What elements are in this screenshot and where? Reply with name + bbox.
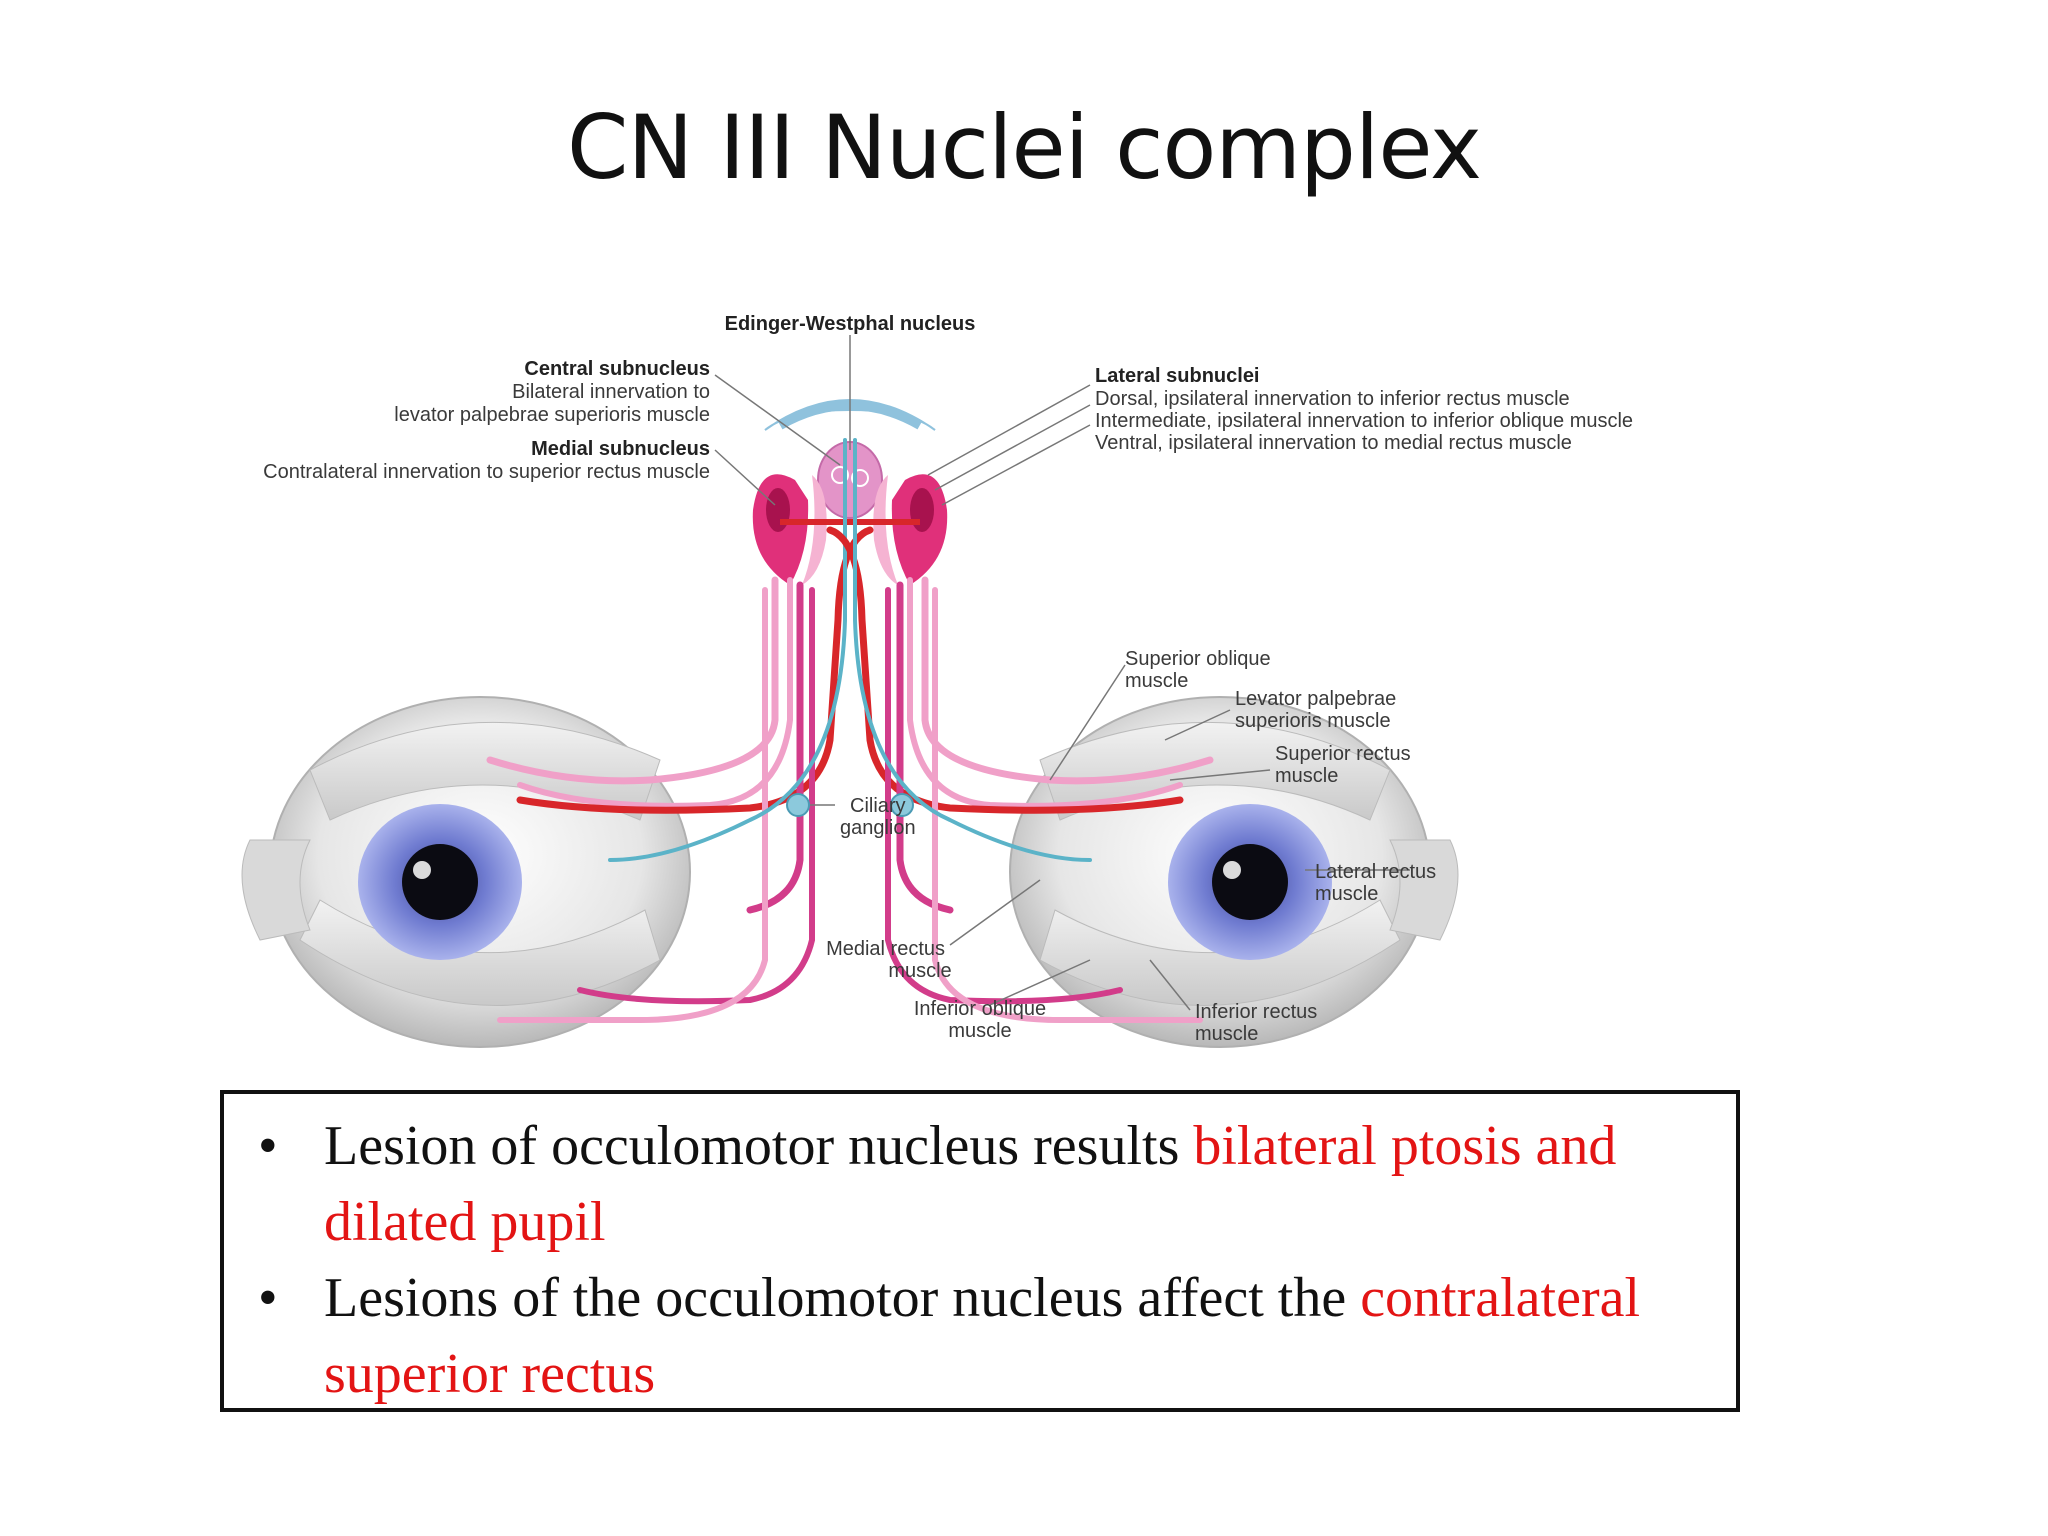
label-medial-rectus-2: muscle xyxy=(888,960,951,982)
left-ciliary-ganglion xyxy=(786,793,810,817)
label-superior-rectus-1: Superior rectus xyxy=(1275,743,1411,765)
note-item-2: • Lesions of the occulomotor nucleus aff… xyxy=(244,1260,1696,1412)
label-inferior-oblique-2: muscle xyxy=(948,1020,1011,1042)
label-lateral-title: Lateral subnuclei xyxy=(1095,365,1260,387)
label-medial-rectus-1: Medial rectus xyxy=(826,938,945,960)
label-ciliary-2: ganglion xyxy=(840,817,916,839)
label-inferior-rectus-2: muscle xyxy=(1195,1023,1258,1045)
label-central-line1: Bilateral innervation to xyxy=(512,381,710,403)
label-superior-oblique-2: muscle xyxy=(1125,670,1188,692)
label-inferior-rectus-1: Inferior rectus xyxy=(1195,1001,1317,1023)
slide-title: CN III Nuclei complex xyxy=(567,96,1482,199)
label-medial-line1: Contralateral innervation to superior re… xyxy=(263,461,710,483)
label-inferior-oblique-1: Inferior oblique xyxy=(914,998,1046,1020)
note-1-text: Lesion of occulomotor nucleus results xyxy=(324,1115,1194,1177)
label-lateral-line1: Dorsal, ipsilateral innervation to infer… xyxy=(1095,388,1570,410)
label-medial-title: Medial subnucleus xyxy=(531,438,710,460)
bullet-glyph: • xyxy=(258,1267,278,1329)
note-1-highlight: bilateral ptosis and dilated pupil xyxy=(324,1115,1617,1253)
label-lateral-line3: Ventral, ipsilateral innervation to medi… xyxy=(1095,432,1572,454)
lesion-notes-list: • Lesion of occulomotor nucleus results … xyxy=(224,1094,1736,1412)
label-lateral-rectus-2: muscle xyxy=(1315,883,1378,905)
note-item-1: • Lesion of occulomotor nucleus results … xyxy=(244,1108,1696,1260)
note-2-highlight: contralateral superior rectus xyxy=(324,1267,1641,1405)
label-levator-2: superioris muscle xyxy=(1235,710,1391,732)
bullet-glyph: • xyxy=(258,1115,278,1177)
central-subnucleus xyxy=(817,441,883,519)
label-edinger-westphal: Edinger-Westphal nucleus xyxy=(725,313,976,335)
label-ciliary-1: Ciliary xyxy=(850,795,906,817)
left-subnuclei xyxy=(752,474,827,585)
lesion-notes-box: • Lesion of occulomotor nucleus results … xyxy=(220,1090,1740,1412)
right-ciliary-ganglion xyxy=(890,793,914,817)
label-superior-rectus-2: muscle xyxy=(1275,765,1338,787)
note-2-text: Lesions of the occulomotor nucleus affec… xyxy=(324,1267,1361,1329)
label-levator-1: Levator palpebrae xyxy=(1235,688,1396,710)
label-lateral-rectus-1: Lateral rectus xyxy=(1315,861,1436,883)
diagram-svg: Edinger-Westphal nucleus Central subnucl… xyxy=(241,313,1633,1048)
cn3-nuclei-diagram: Edinger-Westphal nucleus Central subnucl… xyxy=(190,300,1810,1080)
leader-lines xyxy=(714,335,1410,1011)
label-lateral-line2: Intermediate, ipsilateral innervation to… xyxy=(1095,410,1633,432)
right-eye xyxy=(1009,696,1459,1048)
label-superior-oblique-1: Superior oblique xyxy=(1125,648,1271,670)
label-central-title: Central subnucleus xyxy=(524,358,710,380)
label-central-line2: levator palpebrae superioris muscle xyxy=(394,404,710,426)
right-subnuclei xyxy=(873,474,948,585)
